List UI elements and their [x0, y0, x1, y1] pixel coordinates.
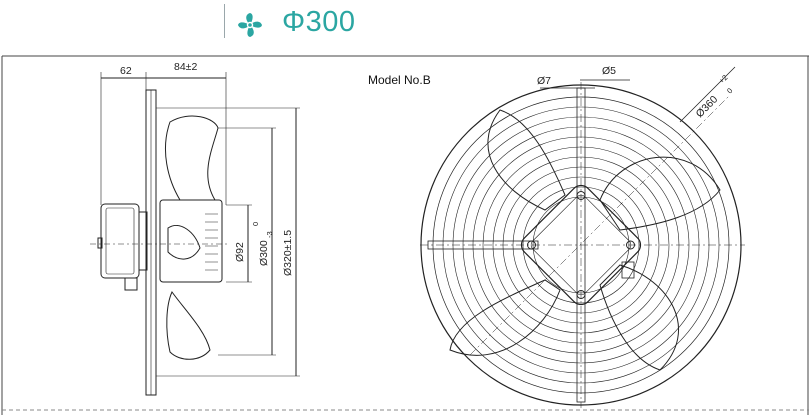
- motor-housing: [100, 203, 140, 279]
- motor-plate: [520, 184, 642, 306]
- label-depth-motor: 62: [120, 65, 132, 77]
- dim-line-360: [679, 66, 736, 123]
- label-hole-diameter: Ø7: [537, 75, 551, 87]
- fan-icon: [238, 13, 262, 37]
- blade-middle: [167, 225, 201, 260]
- fan-blade-2: [599, 264, 679, 371]
- blade-top: [164, 115, 219, 201]
- label-guard-diameter: Ø320±1.5: [282, 230, 294, 276]
- header-divider: [224, 4, 225, 38]
- blade-bottom: [166, 291, 211, 360]
- label-offset: Ø5: [602, 65, 616, 77]
- motor-flange: [138, 211, 148, 271]
- motor-plug: [97, 237, 103, 249]
- front-cable-gland: [621, 261, 635, 279]
- label-hub-diameter: Ø92: [234, 242, 246, 262]
- front-view: [420, 66, 745, 408]
- fan-blade-3: [449, 279, 561, 356]
- label-blade-diameter: Ø300: [258, 240, 270, 266]
- cable-gland: [124, 277, 138, 291]
- label-depth-blade: 84±2: [174, 61, 197, 73]
- label-blade-tol-upper: 0: [251, 222, 260, 226]
- fan-blade-1: [599, 156, 721, 231]
- label-mount-tol-lower: 0: [725, 86, 734, 95]
- page-header: Φ300: [0, 0, 811, 46]
- page-title: Φ300: [282, 6, 356, 38]
- model-label: Model No.B: [368, 73, 431, 87]
- fan-blade-4: [487, 109, 566, 211]
- center-line-diagonal: [469, 94, 731, 356]
- label-mount-diameter: Ø360: [694, 93, 721, 120]
- side-view: [90, 72, 300, 396]
- label-blade-tol-lower: -3: [265, 231, 274, 238]
- fan-hub: [159, 199, 223, 283]
- motor-housing-inner: [105, 207, 135, 275]
